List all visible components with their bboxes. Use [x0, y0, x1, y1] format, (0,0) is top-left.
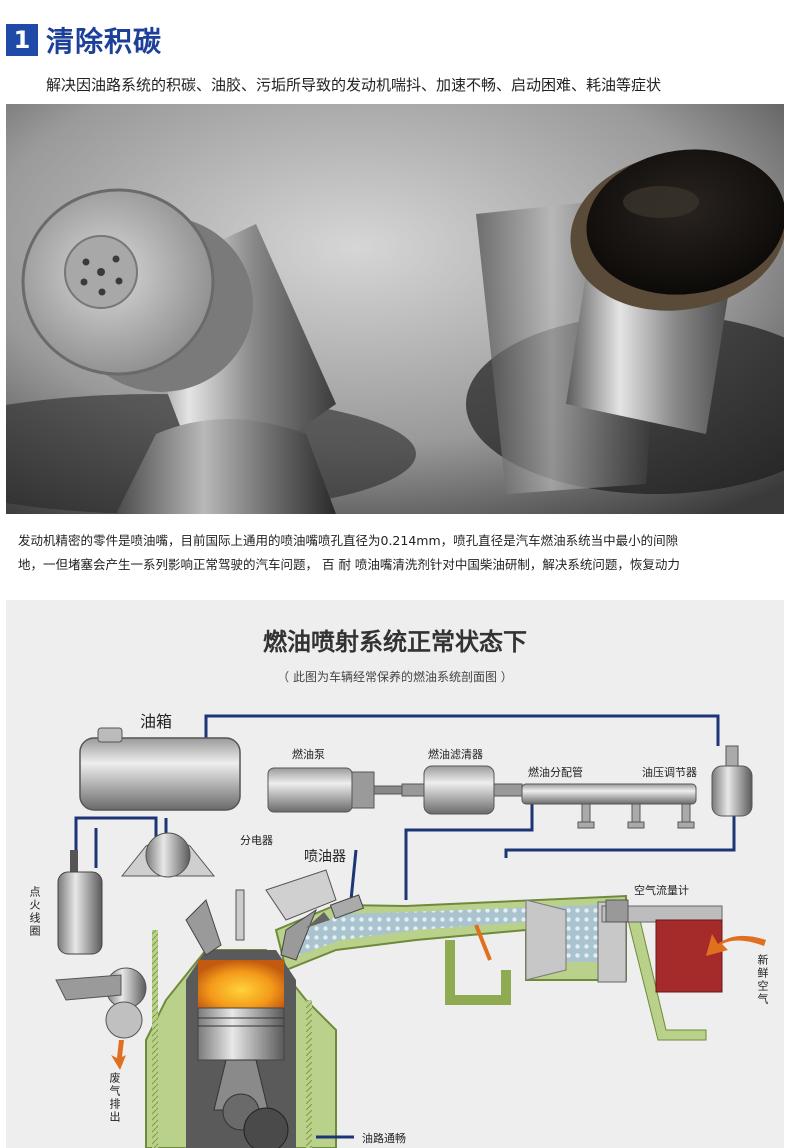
fresh-air-label: 新鲜空气 [756, 954, 769, 1006]
distributor-graphic [120, 832, 216, 878]
fuel-tank-graphic [79, 727, 241, 811]
ignition-coil-graphic [57, 850, 103, 955]
fuel-filter-graphic [401, 765, 523, 815]
throttle-valve [474, 924, 492, 961]
exhaust-graphic [55, 967, 147, 1039]
injector-comparison-photo [6, 104, 784, 514]
fuel-tank-label: 油箱 [140, 712, 173, 731]
fuel-system-diagram: 燃油喷射系统正常状态下 （ 此图为车辆经常保养的燃油系统剖面图 ） 油箱 燃油泵… [6, 600, 784, 1148]
exhaust-label: 废气排出 [108, 1072, 121, 1124]
diagram-title: 燃油喷射系统正常状态下 [263, 628, 527, 656]
fuel-filter-label: 燃油滤清器 [428, 748, 483, 761]
injector-graphic [306, 894, 365, 928]
diagram-subtitle: （ 此图为车辆经常保养的燃油系统剖面图 ） [277, 670, 513, 684]
fuel-rail-label: 燃油分配管 [528, 766, 583, 779]
distributor-label: 分电器 [240, 834, 273, 847]
engine-block-graphic [145, 869, 337, 1148]
pressure-regulator-graphic [711, 745, 753, 817]
clogged-injector-graphic [476, 149, 784, 494]
fuel-pump-label: 燃油泵 [292, 748, 325, 761]
fuel-rail-graphic [521, 783, 697, 829]
fuel-pump-graphic [267, 767, 403, 813]
section-header: 1 清除积碳 [6, 22, 162, 58]
description-line-2: 地，一但堵塞会产生一系列影响正常驾驶的汽车问题， 百 耐 喷油嘴清洗剂针对中国柴… [18, 557, 680, 572]
exhaust-arrow [111, 1040, 126, 1070]
air-flow-meter-graphic [597, 899, 723, 993]
clean-injector-graphic [21, 188, 336, 514]
air-flow-meter-label: 空气流量计 [634, 884, 689, 897]
section-subtitle: 解决因油路系统的积碳、油胶、污垢所导致的发动机喘抖、加速不畅、启动困难、耗油等症… [46, 76, 662, 94]
fresh-air-arrow [706, 934, 766, 956]
pressure-regulator-label: 油压调节器 [642, 766, 697, 779]
description-line-1: 发动机精密的零件是喷油嘴，目前国际上通用的喷油嘴喷孔直径为0.214mm，喷孔直… [18, 533, 679, 548]
section-number: 1 [6, 24, 38, 56]
legend-label: 油路通畅 [362, 1132, 406, 1145]
section-title: 清除积碳 [46, 25, 163, 58]
intake-manifold-graphic [274, 894, 707, 1041]
ignition-coil-label: 点火线圈 [28, 886, 41, 938]
injector-label: 喷油器 [304, 849, 346, 865]
